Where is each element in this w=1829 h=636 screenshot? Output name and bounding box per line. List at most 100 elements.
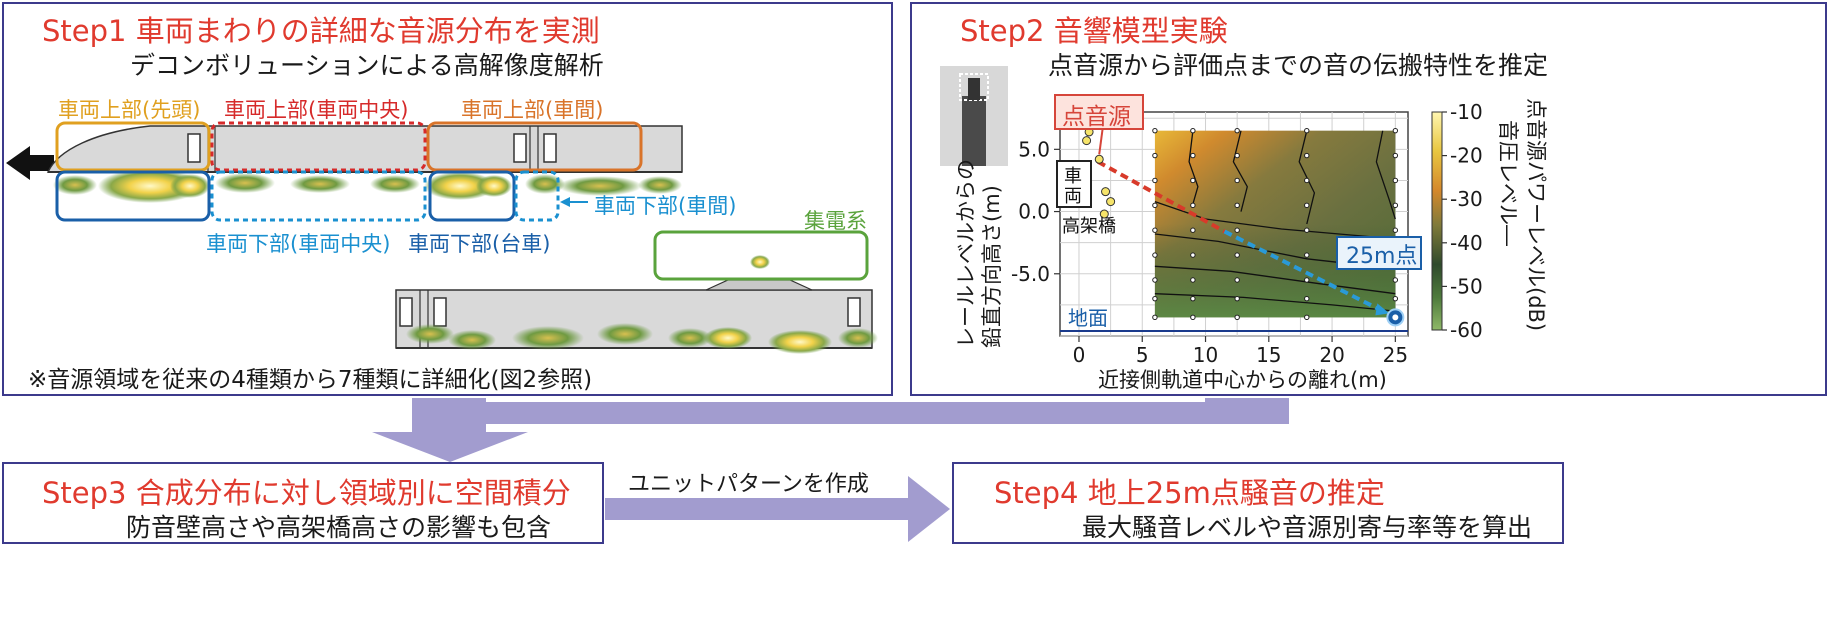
point-source-callout xyxy=(1054,94,1144,130)
viaduct-name: 高架橋 xyxy=(1062,216,1116,237)
colorbar-gradient xyxy=(1431,111,1443,331)
x-tick-label: 0 xyxy=(1073,343,1086,367)
label-lower-between: 車両下部(車間) xyxy=(594,194,737,218)
region-lower-between xyxy=(514,170,560,222)
measurement-point xyxy=(1190,152,1196,159)
measurement-point xyxy=(1152,295,1158,302)
direction-arrow-icon xyxy=(6,146,54,180)
evaluation-point-center xyxy=(1392,314,1399,321)
speaker-point xyxy=(1082,136,1092,146)
measurement-point xyxy=(1234,202,1240,209)
measurement-point xyxy=(1392,177,1399,184)
speaker-point xyxy=(1106,197,1116,207)
y-tick-label: 0.0 xyxy=(1018,200,1050,224)
measurement-point xyxy=(1152,227,1158,233)
measurement-point xyxy=(1392,227,1399,233)
colorbar-tick-label: -50 xyxy=(1450,274,1483,298)
measurement-point xyxy=(1190,177,1196,184)
speaker-point xyxy=(1099,209,1109,219)
measurement-point xyxy=(1190,295,1196,302)
measurement-point xyxy=(1190,314,1196,321)
step1-note: ※音源領域を従来の4種類から7種類に詳細化(図2参照) xyxy=(28,367,593,393)
measurement-point xyxy=(1152,127,1158,134)
measurement-point xyxy=(1234,295,1240,302)
step1-title: Step1 車両まわりの詳細な音源分布を実測 xyxy=(42,14,600,48)
source-heatmap-upper xyxy=(53,169,682,203)
propagation-path-blue xyxy=(1223,229,1387,315)
measurement-point xyxy=(1304,314,1310,321)
source-heatmap-lower xyxy=(406,255,878,354)
contour-line xyxy=(1154,293,1396,312)
measurement-point xyxy=(1304,202,1310,209)
eval-point-label: 25m点 xyxy=(1346,244,1418,269)
measurement-point xyxy=(1152,202,1158,209)
x-axis-label: 近接側軌道中心からの離れ(m) xyxy=(1098,368,1387,392)
ground-label: 地面 xyxy=(1068,306,1108,330)
step3-panel xyxy=(2,462,604,544)
measurement-point xyxy=(1392,152,1399,159)
measurement-point xyxy=(1152,277,1158,283)
measurement-point xyxy=(1304,295,1310,302)
viaduct-box xyxy=(1056,160,1092,208)
contour-line xyxy=(1154,200,1396,240)
label-pantograph: 集電系 xyxy=(804,209,867,233)
measurement-point xyxy=(1234,177,1240,184)
measurement-point xyxy=(1304,277,1310,283)
measurement-point xyxy=(1152,252,1158,258)
measurement-point xyxy=(1152,177,1158,184)
propagation-arrowhead xyxy=(1375,303,1390,316)
propagation-path-red xyxy=(1096,160,1226,234)
step4-panel xyxy=(952,462,1564,544)
colorbar-tick-label: -60 xyxy=(1450,318,1483,342)
eval-point-callout xyxy=(1336,236,1422,270)
measurement-point xyxy=(1304,252,1310,258)
colorbar: -10-20-30-40-50-60 xyxy=(1431,100,1483,342)
region-pantograph xyxy=(653,230,869,281)
contour-line xyxy=(1298,130,1316,225)
viaduct-label-2: 両 xyxy=(1064,186,1082,207)
y-tick-label: -5.0 xyxy=(1011,262,1050,286)
contour-line xyxy=(1375,130,1396,220)
region-upper-between xyxy=(426,121,643,172)
measurement-point xyxy=(1304,227,1310,233)
measurement-point xyxy=(1190,277,1196,283)
measurement-point xyxy=(1392,202,1399,209)
measurement-point xyxy=(1234,277,1240,283)
step4-title: Step4 地上25m点騒音の推定 xyxy=(994,476,1385,510)
measurement-point xyxy=(1152,152,1158,159)
step1-train-diagram xyxy=(6,121,878,354)
flow-arrow-label: ユニットパターンを作成 xyxy=(628,472,869,497)
contour-line xyxy=(1188,130,1199,205)
measurement-point xyxy=(1190,252,1196,258)
step2-subtitle: 点音源から評価点までの音の伝搬特性を推定 xyxy=(1048,51,1549,80)
measurement-point xyxy=(1234,314,1240,321)
measurement-point xyxy=(1190,227,1196,233)
region-upper-head xyxy=(55,121,211,172)
y-tick-label: 5.0 xyxy=(1018,137,1050,161)
step3-subtitle: 防音壁高さや高架橋高さの影響も包含 xyxy=(126,513,552,542)
label-lower-bogie: 車両下部(台車) xyxy=(408,232,551,256)
colorbar-tick-label: -40 xyxy=(1450,231,1483,255)
measurement-point xyxy=(1392,295,1399,302)
colorbar-tick-label: -30 xyxy=(1450,187,1483,211)
x-tick-label: 10 xyxy=(1193,343,1218,367)
region-upper-center xyxy=(210,121,427,172)
measurement-point xyxy=(1392,277,1399,283)
region-lower-head xyxy=(55,170,211,222)
measurement-point xyxy=(1234,152,1240,159)
step1-subtitle: デコンボリューションによる高解像度解析 xyxy=(130,51,604,80)
label-lower-center: 車両下部(車両中央) xyxy=(206,232,391,256)
label-upper-center: 車両上部(車両中央) xyxy=(224,98,409,122)
measurement-point xyxy=(1190,127,1196,134)
x-tick-label: 15 xyxy=(1256,343,1281,367)
x-tick-label: 25 xyxy=(1383,343,1408,367)
measurement-point xyxy=(1304,177,1310,184)
label-upper-between: 車両上部(車間) xyxy=(461,98,604,122)
colorbar-tick-label: -10 xyxy=(1450,100,1483,124)
step2-title: Step2 音響模型実験 xyxy=(960,14,1228,48)
step4-subtitle: 最大騒音レベルや音源別寄与率等を算出 xyxy=(1082,513,1533,542)
measurement-point xyxy=(1234,252,1240,258)
viaduct-label-1: 車 xyxy=(1064,166,1082,187)
measurement-point xyxy=(1304,127,1310,134)
